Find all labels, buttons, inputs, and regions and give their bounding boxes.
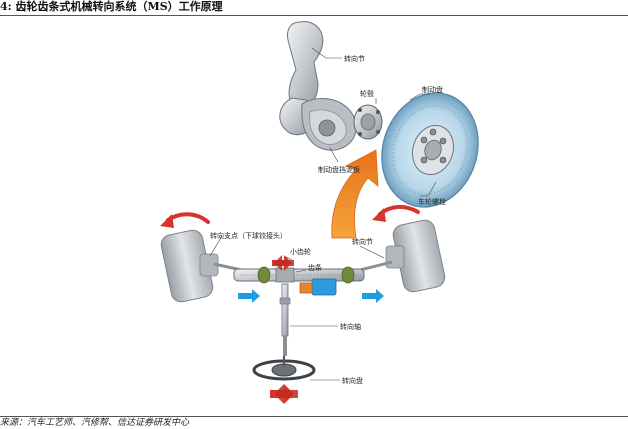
rack-assembly-illustration	[214, 262, 392, 295]
right-wheel-illustration	[386, 218, 447, 293]
left-wheel-turn-arrow	[160, 214, 208, 228]
label-dust-shield: 制动盘挡泥板	[318, 165, 360, 174]
steering-knuckle-illustration	[280, 21, 356, 150]
steering-wheel-rotation-arrows	[270, 384, 298, 404]
right-blue-arrow	[362, 289, 384, 303]
bottom-divider	[0, 416, 628, 417]
label-pivot: 转向支点（下球铰接头）	[210, 231, 287, 240]
label-hub: 轮毂	[360, 89, 374, 98]
label-steering-shaft: 转向轴	[340, 322, 361, 331]
label-wheel-bolt: 车轮螺栓	[418, 197, 446, 206]
right-wheel-turn-arrow	[372, 207, 418, 222]
label-brake-disc: 制动盘	[422, 85, 443, 94]
label-steering-knuckle-top: 转向节	[344, 54, 365, 63]
orange-rotation-arrow	[332, 150, 378, 238]
wheel-hub-illustration	[354, 105, 382, 139]
steering-wheel-illustration	[254, 356, 314, 379]
left-blue-arrow	[238, 289, 260, 303]
label-pinion: 小齿轮	[290, 247, 311, 256]
source-note: 来源：汽车工艺师、汽修帮、信达证券研发中心	[0, 418, 189, 429]
steering-shaft-illustration	[280, 284, 290, 356]
leader-lines	[210, 48, 436, 380]
label-steering-knuckle: 转向节	[352, 237, 373, 246]
label-rack: 齿条	[308, 263, 322, 272]
label-steering-wheel: 转向盘	[342, 376, 363, 385]
